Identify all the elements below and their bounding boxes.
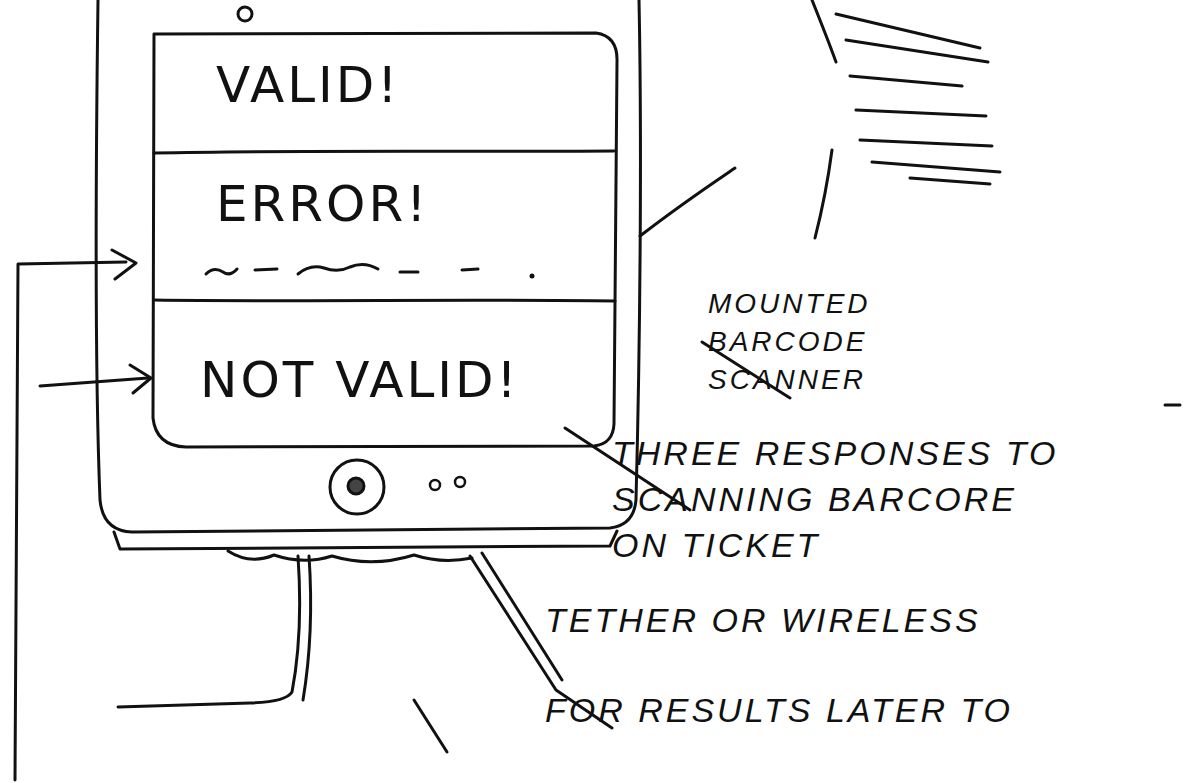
- home-button-core: [348, 478, 364, 494]
- squiggle: [206, 269, 237, 274]
- leader-line: [40, 378, 148, 386]
- hatching: [910, 178, 990, 184]
- screen-divider: [154, 151, 614, 153]
- indicator-dot: [430, 480, 440, 490]
- response-text: ERROR!: [216, 175, 429, 233]
- mount-arm: [812, 0, 836, 62]
- mount-arm: [640, 168, 735, 236]
- squiggle: [255, 269, 277, 270]
- arrow-head: [130, 365, 151, 393]
- cable: [303, 556, 311, 700]
- squiggle-dot: [530, 274, 535, 279]
- leader-line: [15, 262, 126, 780]
- hatching: [872, 162, 1000, 172]
- annotation-note: THREE RESPONSES TO SCANNING BARCORE ON T…: [612, 430, 1082, 568]
- hatching: [850, 76, 962, 86]
- leader-line: [414, 700, 447, 752]
- mount-base: [228, 551, 472, 562]
- screen-band: NOT VALID!: [154, 301, 614, 446]
- hatching: [856, 110, 986, 116]
- squiggle: [298, 264, 378, 274]
- screen-divider: [154, 300, 615, 301]
- screen-outline: [153, 33, 617, 447]
- home-button: [330, 460, 384, 514]
- indicator-dot: [455, 477, 465, 487]
- camera-dot: [238, 7, 252, 21]
- squiggle: [400, 271, 418, 274]
- squiggle: [462, 269, 478, 270]
- annotation-note: MOUNTED BARCODE SCANNER: [708, 285, 908, 399]
- response-text: NOT VALID!: [200, 351, 520, 409]
- annotation-note: TETHER OR WIRELESS FOR RESULTS LATER TO: [545, 575, 1025, 755]
- screen-band: VALID!: [154, 34, 614, 152]
- cable: [118, 556, 300, 707]
- hatching: [860, 140, 992, 146]
- hatching: [846, 40, 988, 62]
- arrow-head: [112, 250, 136, 279]
- mount-base: [114, 531, 617, 549]
- hatching: [1165, 404, 1180, 407]
- response-text: VALID!: [216, 56, 400, 114]
- mount-arm: [815, 150, 832, 238]
- screen-band: ERROR!: [154, 153, 614, 300]
- device-outline: [96, 0, 640, 532]
